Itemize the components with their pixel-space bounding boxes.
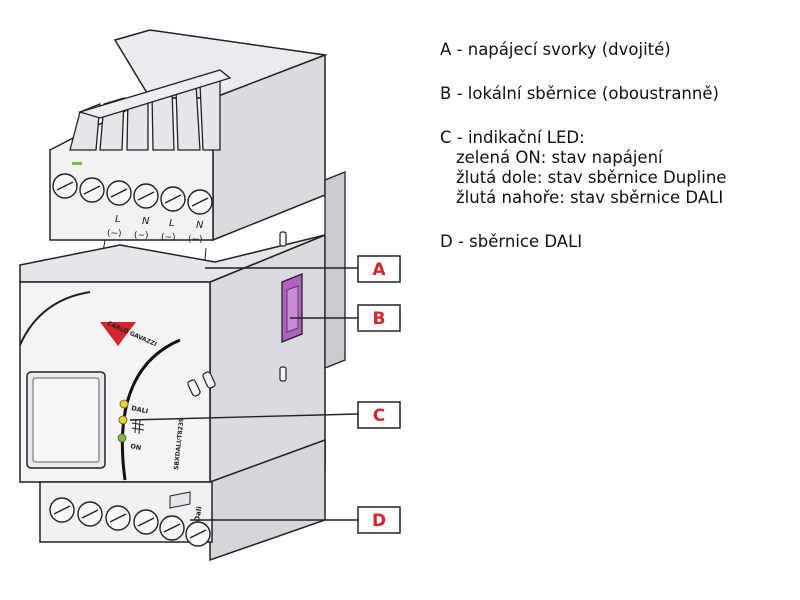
display-glass xyxy=(32,377,100,463)
legend-c-title: C - indikační LED: xyxy=(440,128,585,147)
callout-d: D xyxy=(357,506,401,534)
callout-a: A xyxy=(357,255,401,283)
callout-d-label: D xyxy=(372,511,386,531)
callout-leaders xyxy=(129,267,359,521)
terminal-label-2: N xyxy=(142,216,150,227)
led-yellow-top xyxy=(119,399,129,409)
carlo-gavazzi-logo xyxy=(100,322,136,346)
terminal-label-3: L xyxy=(169,218,175,229)
din-rail-channel xyxy=(324,171,346,369)
legend-c-line-1: zelená ON: stav napájení xyxy=(456,148,663,167)
terminal-symbol-2: (~) xyxy=(134,231,149,241)
callout-a-label: A xyxy=(372,260,386,280)
local-bus-port-inner xyxy=(286,285,299,333)
led-green-on xyxy=(117,433,127,443)
led-yellow-bottom xyxy=(118,415,128,425)
legend-item-a: A - napájecí svorky (dvojité) xyxy=(440,40,790,60)
legend-a-text: A - napájecí svorky (dvojité) xyxy=(440,40,671,59)
bottom-dali-label: Dali xyxy=(193,506,204,522)
legend: A - napájecí svorky (dvojité) B - lokáln… xyxy=(440,40,790,276)
legend-c-line-2: žlutá dole: stav sběrnice Dupline xyxy=(456,168,727,187)
dupline-symbol xyxy=(131,418,145,435)
led-on-label: ON xyxy=(130,442,142,452)
front-left-arc xyxy=(19,291,91,346)
bottom-screw-terminals xyxy=(49,497,211,547)
callout-b: B xyxy=(357,304,401,332)
bottom-wedge xyxy=(169,491,191,509)
top-block-top xyxy=(113,29,328,99)
power-indicator-stripe xyxy=(72,162,82,165)
led-dali-label: DALI xyxy=(131,404,149,415)
terminal-label-1: L xyxy=(115,214,121,225)
legend-item-d: D - sběrnice DALI xyxy=(440,232,790,252)
legend-c-line-3: žlutá nahoře: stav sběrnice DALI xyxy=(456,188,724,207)
side-vent-slots xyxy=(187,231,287,397)
legend-item-b: B - lokální sběrnice (oboustranně) xyxy=(440,84,790,104)
callout-b-label: B xyxy=(373,309,386,329)
terminal-clamp-housings xyxy=(69,69,232,151)
legend-item-c: C - indikační LED: zelená ON: stav napáj… xyxy=(440,128,790,208)
front-right-arc xyxy=(120,338,181,481)
legend-d-text: D - sběrnice DALI xyxy=(440,232,583,251)
callout-c: C xyxy=(357,401,401,429)
legend-b-text: B - lokální sběrnice (oboustranně) xyxy=(440,84,719,103)
terminal-label-4: N xyxy=(196,220,204,231)
terminal-symbol-1: (~) xyxy=(107,229,122,239)
terminal-symbol-3: (~) xyxy=(161,233,176,243)
top-screw-terminals xyxy=(52,173,213,215)
device-illustration: L N L N (~) (~) (~) (~) CARLO GAVAZZI DA… xyxy=(19,29,401,562)
terminal-symbol-4: (~) xyxy=(188,235,203,245)
callout-c-label: C xyxy=(373,406,385,426)
